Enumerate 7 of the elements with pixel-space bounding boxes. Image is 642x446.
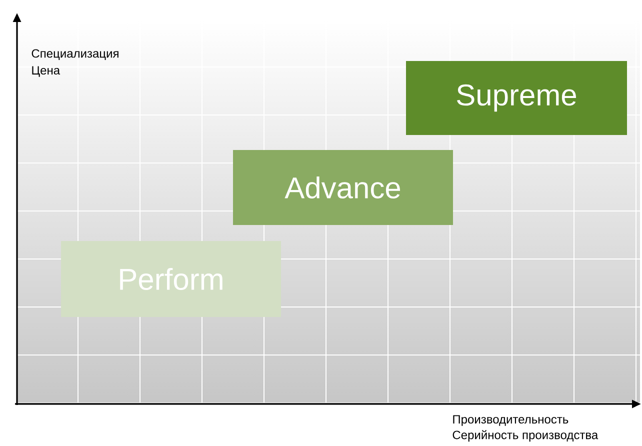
axis-label: Специализация <box>32 49 118 60</box>
axis-label: Серийность производства <box>452 430 598 442</box>
axis-label: Цена <box>32 66 60 77</box>
tier-box: Perform <box>61 241 281 317</box>
tier-box: Supreme <box>406 61 627 135</box>
axis-label: Производительность <box>453 415 568 426</box>
tier-box: Advance <box>233 150 453 225</box>
